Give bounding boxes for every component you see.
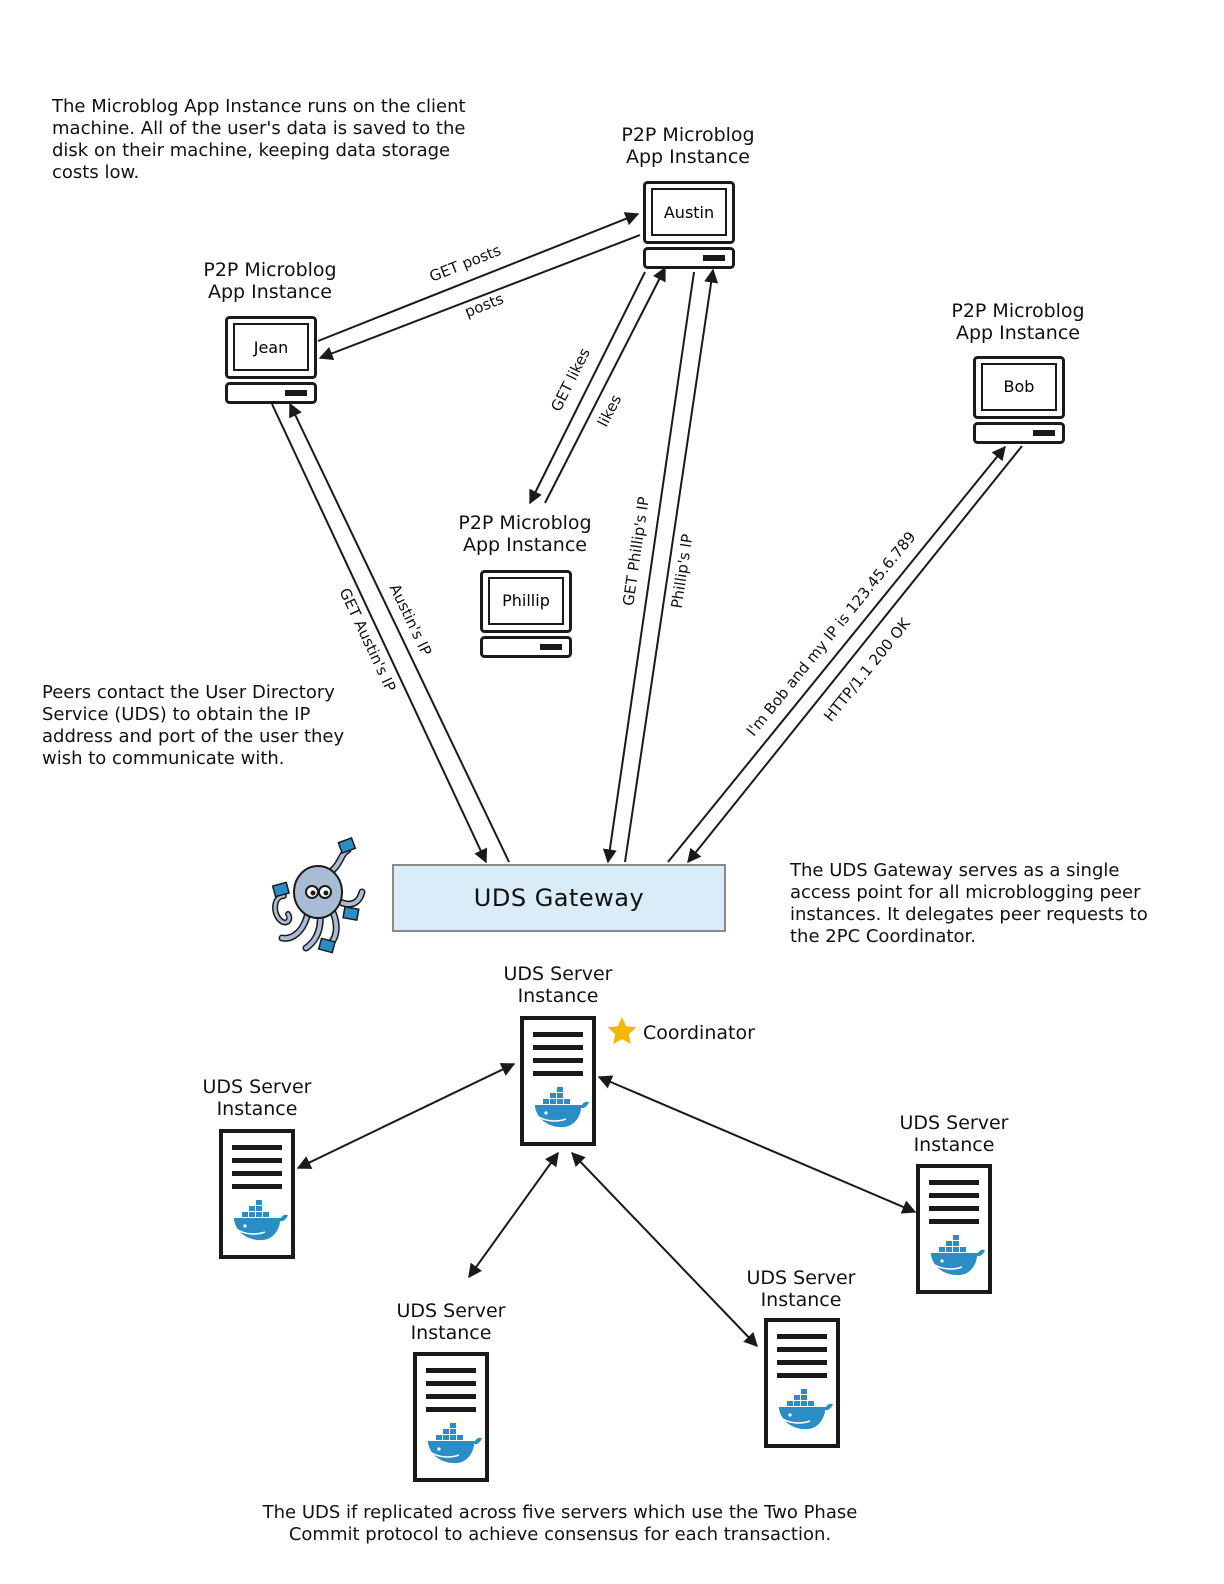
link-coordinator-bottom-left: [468, 1151, 559, 1279]
bob-name: Bob: [1004, 377, 1035, 396]
label-get-austins-ip: GET Austin's IP: [336, 585, 400, 694]
phillip-name: Phillip: [502, 591, 550, 610]
arrow-get-phillips-ip: [602, 271, 695, 864]
uds-gateway: UDS Gateway: [392, 864, 726, 932]
link-coordinator-right: [597, 1075, 917, 1214]
label-get-posts: GET posts: [427, 241, 504, 286]
server-coordinator: [522, 1018, 594, 1144]
bob-computer: [973, 356, 1065, 444]
link-coordinator-bottom-right: [571, 1151, 758, 1348]
uds-gateway-label: UDS Gateway: [473, 884, 645, 912]
arrow-phillips-ip: [624, 268, 719, 863]
client-note: The Microblog App Instance runs on the c…: [52, 96, 466, 183]
arrow-get-likes: [529, 271, 646, 505]
label-get-phillips-ip: GET Phillip's IP: [619, 496, 653, 607]
austin-name: Austin: [664, 203, 714, 222]
star-icon: [607, 1017, 637, 1045]
uds-note: The UDS if replicated across five server…: [262, 1502, 858, 1545]
arrow-get-posts: [317, 212, 640, 342]
server-bottom-left: [415, 1354, 487, 1480]
gateway-note: The UDS Gateway serves as a single acces…: [790, 860, 1148, 947]
arrow-get-austins-ip: [271, 403, 488, 864]
label-get-likes: GET likes: [547, 345, 594, 415]
arrow-likes: [544, 266, 666, 504]
jean-name: Jean: [253, 338, 289, 357]
arrow-im-bob: [667, 445, 1006, 863]
octopus-icon: [271, 837, 366, 954]
peers-note: Peers contact the User Directory Service…: [42, 682, 345, 769]
server-left: [221, 1131, 293, 1257]
arrow-austins-ip: [289, 402, 510, 863]
label-austins-ip: Austin's IP: [386, 581, 436, 659]
link-coordinator-left: [296, 1063, 516, 1169]
server-right: [918, 1166, 990, 1292]
label-phillips-ip: Phillip's IP: [668, 533, 697, 610]
jean-computer: [225, 316, 317, 404]
arrow-posts: [318, 234, 641, 361]
label-posts: posts: [462, 290, 506, 322]
server-bottom-right: [766, 1320, 838, 1446]
coordinator-label: Coordinator: [643, 1022, 755, 1044]
label-http-ok: HTTP/1.1 200 OK: [820, 614, 914, 725]
label-likes: likes: [594, 392, 625, 430]
austin-computer: [643, 181, 735, 269]
arrow-http-ok: [687, 445, 1023, 864]
label-im-bob: I'm Bob and my IP is 123.45.6.789: [743, 528, 920, 740]
phillip-computer: [480, 570, 572, 658]
